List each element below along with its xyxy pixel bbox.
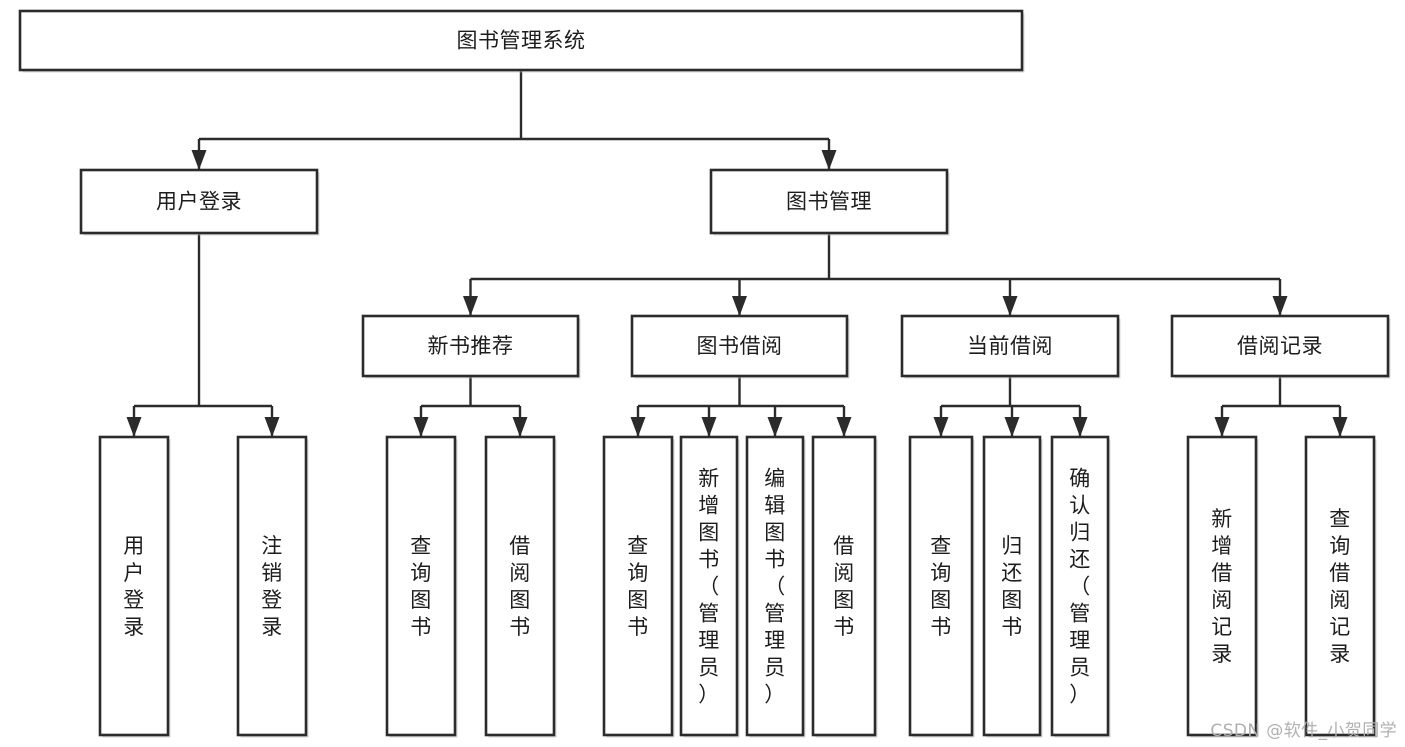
leaf-node-借阅图书[interactable]: 借阅图书 xyxy=(811,435,878,738)
node-label: 借阅图书 xyxy=(509,534,531,639)
leaf-node-用户登录[interactable]: 用户登录 xyxy=(98,435,171,738)
leaf-node-确认归还管理员[interactable]: 确认归还（管理员） xyxy=(1050,435,1111,738)
node-border xyxy=(1304,435,1376,737)
leaf-node-编辑图书管理员[interactable]: 编辑图书（管理员） xyxy=(745,435,806,738)
node-label: 当前借阅 xyxy=(967,334,1053,358)
arrowhead-icon xyxy=(1004,417,1020,437)
node-label: 查询借阅记录 xyxy=(1329,507,1351,666)
arrowhead-icon xyxy=(933,417,949,437)
node-label: 图书管理系统 xyxy=(457,29,586,53)
arrowhead-icon xyxy=(1072,417,1088,437)
node-border xyxy=(1186,435,1258,737)
node-label: 查询图书 xyxy=(627,534,649,639)
arrowhead-icon xyxy=(821,150,837,170)
node-label: 注销登录 xyxy=(261,534,283,639)
node-border xyxy=(811,435,877,737)
arrowhead-icon xyxy=(732,296,747,316)
leaf-node-借阅图书[interactable]: 借阅图书 xyxy=(484,435,557,738)
arrowhead-icon xyxy=(264,417,280,437)
node-label: 借阅记录 xyxy=(1237,334,1323,358)
csdn-watermark: CSDN @软件_小贺同学 xyxy=(1210,721,1397,741)
arrowhead-icon xyxy=(1214,417,1230,437)
leaf-node-查询图书[interactable]: 查询图书 xyxy=(908,435,975,738)
leaf-node-查询图书[interactable]: 查询图书 xyxy=(385,435,458,738)
leaf-node-查询图书[interactable]: 查询图书 xyxy=(602,435,675,738)
leaf-node-注销登录[interactable]: 注销登录 xyxy=(236,435,309,738)
arrowhead-icon xyxy=(1272,296,1288,316)
node-border xyxy=(385,435,457,737)
connector-layer xyxy=(126,70,1348,437)
arrowhead-icon xyxy=(701,417,717,437)
level2-node-用户登录[interactable]: 用户登录 xyxy=(79,168,320,236)
node-layer: 图书管理系统用户登录图书管理新书推荐图书借阅当前借阅借阅记录用户登录注销登录查询… xyxy=(18,9,1391,738)
node-label: 查询图书 xyxy=(930,534,952,639)
node-border xyxy=(361,314,580,378)
level3-node-借阅记录[interactable]: 借阅记录 xyxy=(1170,314,1391,379)
arrowhead-icon xyxy=(413,417,429,437)
node-label: 确认归还（管理员） xyxy=(1069,467,1091,707)
node-border xyxy=(630,314,849,378)
node-label: 借阅图书 xyxy=(833,534,855,639)
arrowhead-icon xyxy=(1332,417,1348,437)
node-border xyxy=(79,168,319,235)
node-label: 查询图书 xyxy=(410,534,432,639)
node-border xyxy=(982,435,1042,737)
node-label: 用户登录 xyxy=(156,190,242,214)
leaf-node-新增图书管理员[interactable]: 新增图书（管理员） xyxy=(679,435,740,738)
node-border xyxy=(900,314,1120,378)
leaf-node-归还图书[interactable]: 归还图书 xyxy=(982,435,1043,738)
arrowhead-icon xyxy=(126,417,142,437)
level2-node-图书管理[interactable]: 图书管理 xyxy=(709,168,950,236)
arrowhead-icon xyxy=(512,417,528,437)
node-border xyxy=(1050,435,1110,737)
node-border xyxy=(98,435,170,737)
node-border xyxy=(602,435,674,737)
node-label: 新书推荐 xyxy=(428,334,514,358)
node-border xyxy=(236,435,308,737)
level3-node-当前借阅[interactable]: 当前借阅 xyxy=(900,314,1121,379)
node-border xyxy=(18,9,1024,72)
arrowhead-icon xyxy=(767,417,783,437)
level3-node-新书推荐[interactable]: 新书推荐 xyxy=(361,314,581,379)
arrowhead-icon xyxy=(191,150,207,170)
node-border xyxy=(709,168,949,235)
node-border xyxy=(484,435,556,737)
node-border xyxy=(908,435,974,737)
node-label: 图书管理 xyxy=(786,190,872,214)
node-label: 新增图书（管理员） xyxy=(698,467,720,707)
arrowhead-icon xyxy=(836,417,852,437)
node-label: 归还图书 xyxy=(1001,534,1023,639)
arrowhead-icon xyxy=(1002,296,1018,316)
node-label: 新增借阅记录 xyxy=(1211,507,1233,666)
node-border xyxy=(679,435,739,737)
node-border xyxy=(1170,314,1390,378)
leaf-node-查询借阅记录[interactable]: 查询借阅记录 xyxy=(1304,435,1377,738)
node-border xyxy=(745,435,805,737)
arrowhead-icon xyxy=(630,417,646,437)
leaf-node-新增借阅记录[interactable]: 新增借阅记录 xyxy=(1186,435,1259,738)
level3-node-图书借阅[interactable]: 图书借阅 xyxy=(630,314,850,379)
node-label: 用户登录 xyxy=(123,534,145,639)
node-label: 图书借阅 xyxy=(697,334,783,358)
title-node-图书管理系统[interactable]: 图书管理系统 xyxy=(18,9,1025,73)
arrowhead-icon xyxy=(463,296,478,316)
node-label: 编辑图书（管理员） xyxy=(764,467,786,707)
